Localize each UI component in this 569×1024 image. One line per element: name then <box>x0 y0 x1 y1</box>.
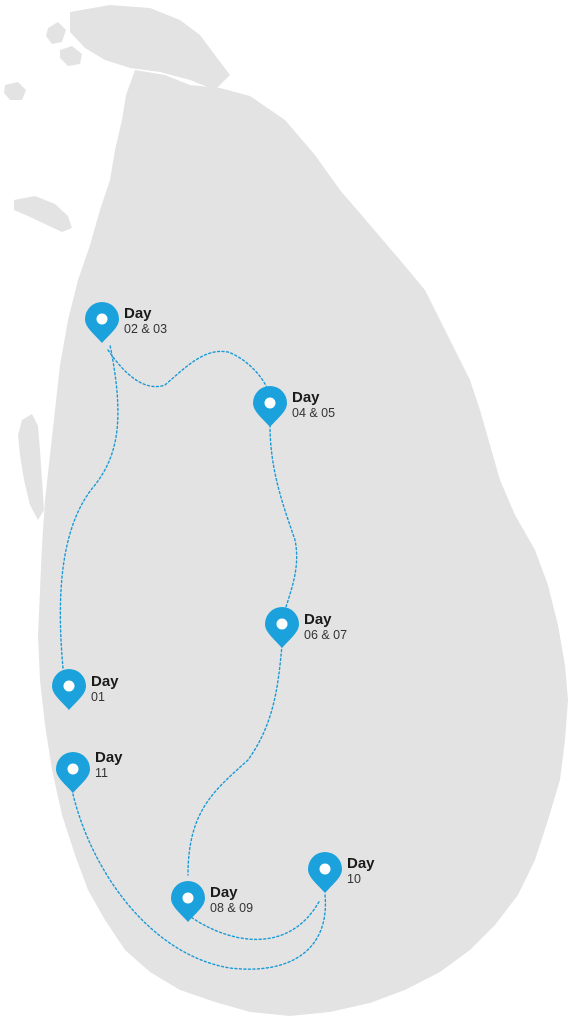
stop-label-title: Day <box>91 673 119 690</box>
stop-day-02-03[interactable]: Day 02 & 03 <box>85 302 167 343</box>
stop-day-11[interactable]: Day 11 <box>56 749 123 793</box>
islet-north-2 <box>60 46 82 66</box>
pin-dot <box>264 397 276 409</box>
kalpitiya-peninsula <box>18 414 44 520</box>
stop-label-title: Day <box>347 855 375 872</box>
jaffna-peninsula <box>70 5 230 90</box>
pin-dot <box>67 763 79 775</box>
pin-dot <box>182 892 194 904</box>
pin-dot <box>96 313 108 325</box>
route-day10-to-day11 <box>71 789 327 970</box>
stop-day-04-05[interactable]: Day 04 & 05 <box>253 386 335 427</box>
stop-label-day: 04 & 05 <box>292 406 335 420</box>
stop-label-day: 11 <box>95 766 108 780</box>
islet-northwest <box>4 82 26 100</box>
stop-label-title: Day <box>210 884 238 901</box>
stop-label-day: 10 <box>347 872 361 886</box>
stop-label-title: Day <box>95 749 123 766</box>
mainland <box>38 70 568 1016</box>
stop-day-10[interactable]: Day 10 <box>308 852 375 893</box>
pin-dot <box>319 863 331 875</box>
route-day0405-to-day0607 <box>269 424 298 611</box>
stop-day-06-07[interactable]: Day 06 & 07 <box>265 607 347 648</box>
route-day0203-to-day0405 <box>107 349 269 391</box>
stop-label-title: Day <box>292 389 320 406</box>
stop-label-day: 06 & 07 <box>304 628 347 642</box>
pin-dot <box>276 618 288 630</box>
pin-dot <box>63 680 75 692</box>
stop-day-08-09[interactable]: Day 08 & 09 <box>171 881 253 922</box>
stop-label-title: Day <box>124 305 152 322</box>
mannar-island <box>14 196 72 232</box>
stop-label-day: 02 & 03 <box>124 322 167 336</box>
stop-label-day: 01 <box>91 690 105 704</box>
stop-day-01[interactable]: Day 01 <box>52 669 119 710</box>
islet-north-1 <box>46 22 66 44</box>
route-day0607-to-day0809 <box>187 644 283 876</box>
route-lines <box>59 344 327 970</box>
stop-label-day: 08 & 09 <box>210 901 253 915</box>
route-day01-to-day0203 <box>59 344 119 669</box>
stop-label-title: Day <box>304 611 332 628</box>
route-day0809-to-day10 <box>187 899 321 941</box>
stop-markers: Day 01 Day 02 & 03 Day 04 & 05 Day 06 & … <box>52 302 375 922</box>
island-landmass <box>4 5 568 1016</box>
